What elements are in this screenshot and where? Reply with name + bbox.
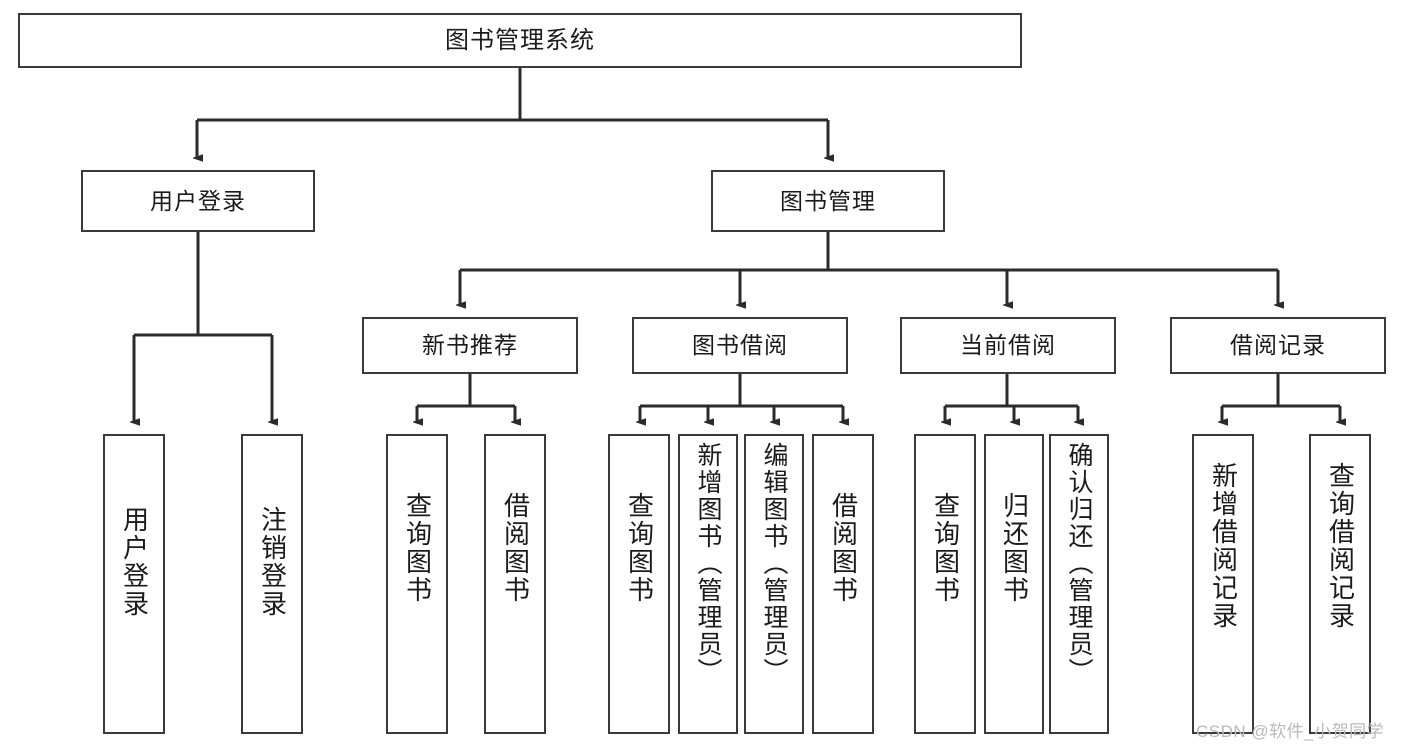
- node-label: 查询借阅记录: [1325, 462, 1356, 630]
- node-label: 借阅图书: [500, 492, 531, 604]
- leaf-edit-book[interactable]: 编辑图书（管理员）: [744, 434, 804, 734]
- node-label: 用户登录: [119, 506, 150, 618]
- node-borrow-record[interactable]: 借阅记录: [1170, 317, 1386, 374]
- node-label: 查询图书: [930, 492, 961, 604]
- node-label: 新书推荐: [422, 332, 518, 359]
- leaf-add-book[interactable]: 新增图书（管理员）: [678, 434, 738, 734]
- node-label: 用户登录: [150, 187, 246, 214]
- node-label: 图书借阅: [692, 332, 788, 359]
- node-label: 确认归还（管理员）: [1065, 442, 1093, 685]
- node-label: 借阅记录: [1230, 332, 1326, 359]
- leaf-confirm-return[interactable]: 确认归还（管理员）: [1049, 434, 1109, 734]
- node-book-borrow[interactable]: 图书借阅: [632, 317, 848, 374]
- node-label: 归还图书: [999, 492, 1030, 604]
- node-label: 图书管理系统: [445, 26, 595, 54]
- leaf-query-record[interactable]: 查询借阅记录: [1309, 434, 1371, 734]
- node-label: 当前借阅: [960, 332, 1056, 359]
- node-root[interactable]: 图书管理系统: [18, 13, 1022, 68]
- node-user-login[interactable]: 用户登录: [81, 170, 315, 232]
- leaf-borrow-book-1[interactable]: 借阅图书: [484, 434, 546, 734]
- node-book-manage[interactable]: 图书管理: [711, 170, 945, 232]
- node-label: 查询图书: [624, 492, 655, 604]
- csdn-watermark: CSDN @软件_小贺同学: [1196, 722, 1385, 741]
- node-label: 新增借阅记录: [1208, 462, 1239, 630]
- node-label: 借阅图书: [828, 492, 859, 604]
- leaf-query-book-2[interactable]: 查询图书: [608, 434, 670, 734]
- leaf-logout[interactable]: 注销登录: [241, 434, 303, 734]
- node-new-book-recommend[interactable]: 新书推荐: [362, 317, 578, 374]
- leaf-add-record[interactable]: 新增借阅记录: [1192, 434, 1254, 734]
- leaf-query-book-3[interactable]: 查询图书: [914, 434, 976, 734]
- node-label: 新增图书（管理员）: [694, 442, 722, 685]
- leaf-user-login[interactable]: 用户登录: [103, 434, 165, 734]
- node-label: 查询图书: [402, 492, 433, 604]
- leaf-borrow-book-2[interactable]: 借阅图书: [812, 434, 874, 734]
- leaf-return-book[interactable]: 归还图书: [984, 434, 1044, 734]
- node-label: 注销登录: [257, 506, 288, 618]
- node-label: 图书管理: [780, 187, 876, 214]
- leaf-query-book-1[interactable]: 查询图书: [386, 434, 448, 734]
- node-current-borrow[interactable]: 当前借阅: [900, 317, 1116, 374]
- node-label: 编辑图书（管理员）: [760, 442, 788, 685]
